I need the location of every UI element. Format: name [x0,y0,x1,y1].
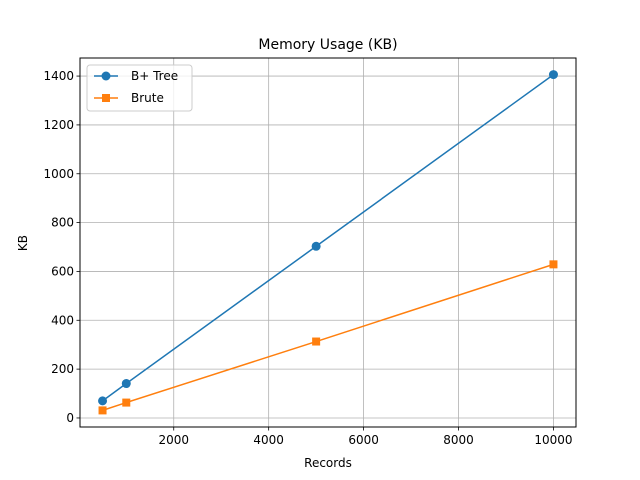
x-tick-label: 2000 [158,433,189,447]
x-tick-label: 8000 [443,433,474,447]
b-tree-point [548,70,558,80]
grid [80,58,576,427]
y-tick-label: 0 [66,411,74,425]
b-tree-legend-marker [101,71,111,81]
brute-legend-label: Brute [131,91,164,105]
x-axis-label: Records [304,456,352,470]
brute-legend-marker [102,94,110,102]
x-tick-label: 6000 [348,433,379,447]
y-tick-label: 1400 [43,69,74,83]
y-tick-label: 600 [51,264,74,278]
chart-title: Memory Usage (KB) [258,37,397,53]
b-tree-point [311,241,321,251]
x-tick-label: 10000 [534,433,572,447]
brute-point [312,337,321,346]
b-tree-point [121,379,131,389]
b-tree-point [98,396,108,406]
y-tick-label: 800 [51,216,74,230]
y-axis-ticks: 0 200 400 600 800 1000 1200 1400 [43,69,80,425]
y-tick-label: 1000 [43,167,74,181]
x-axis-ticks: 2000 4000 6000 8000 10000 [158,427,573,447]
y-axis-label: KB [16,235,30,251]
brute-point [98,406,107,415]
x-tick-label: 4000 [253,433,284,447]
brute-series-line [102,263,554,412]
b-tree-legend-label: B+ Tree [131,69,178,83]
y-tick-label: 200 [51,362,74,376]
y-tick-label: 400 [51,313,74,327]
brute-point [122,398,131,407]
series-layer [98,70,558,415]
plot-area-frame [79,57,577,428]
brute-point [549,260,558,269]
b-tree-series-line [102,74,554,402]
y-tick-label: 1200 [43,118,74,132]
